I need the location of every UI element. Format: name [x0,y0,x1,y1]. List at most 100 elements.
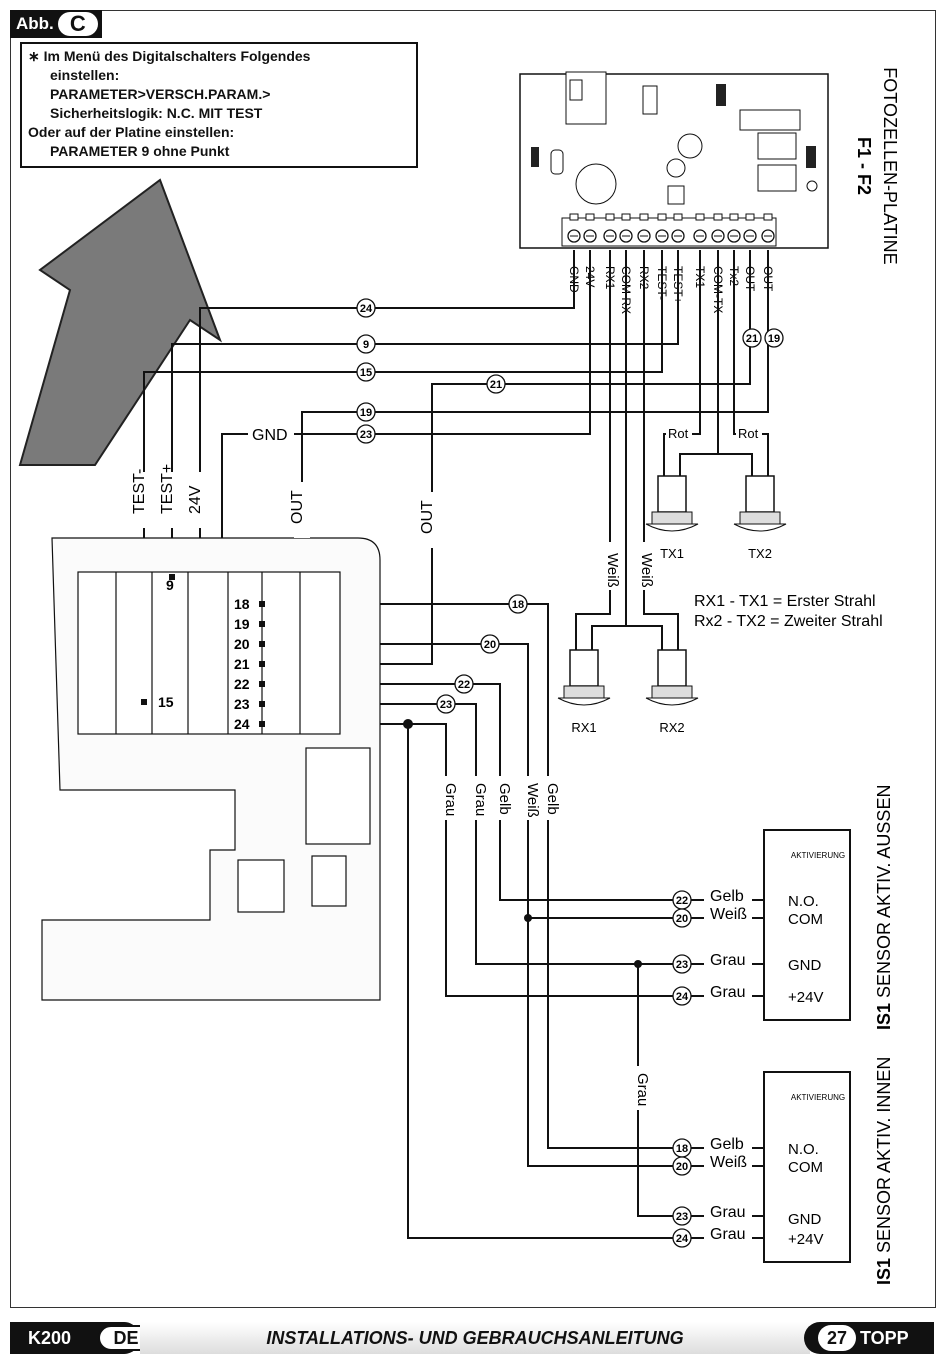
sensor-pin-label: GND [788,957,822,974]
terminal-tab [673,213,683,221]
wire-number-badge: 20 [480,634,500,654]
wire-number-badge: 19 [356,402,376,422]
wire-number-circle [742,328,762,348]
wire-number: 21 [746,333,758,345]
cell-label: TX1 [660,546,684,561]
terminal-dot [259,661,265,667]
wire-number: 9 [363,339,369,351]
photocell-tx2: TX2 [733,475,787,561]
wire-number-badge: 23 [356,424,376,444]
cell-body [745,475,775,513]
sensor-wire-color: Grau [710,1204,746,1221]
wire-color-weiss: Weiß [604,553,621,588]
wire-color-weiss: Weiß [638,553,655,588]
wire-number-circle [672,1156,692,1176]
wire-number-badge: 23 [436,694,456,714]
wire-number-circle [508,594,528,614]
sensor-pin-label: N.O. [788,893,819,910]
cell-lens [645,697,699,706]
wire-number: 24 [360,303,373,315]
cell-body [569,649,599,687]
wire-number-badge: 19 [764,328,784,348]
page-number: 27 [818,1325,856,1351]
control-terminal-number: 9 [166,577,174,593]
board-subtitle: F1 - F2 [854,137,874,195]
terminal-tab [605,213,615,221]
note-line: PARAMETER>VERSCH.PARAM.> [50,86,271,102]
wire-number-circle [356,298,376,318]
label-bg [704,1202,752,1220]
label-bg [164,472,180,528]
wire-number-circle [672,954,692,974]
sensor-wire-color: Weiß [710,1154,747,1171]
wire-number-badge: 24 [672,1228,692,1248]
cell-lens [645,523,699,532]
wire-number: 24 [676,1233,689,1245]
note-line: Oder auf der Platine einstellen: [28,124,235,140]
cell-label: RX1 [571,720,596,735]
wire-number: 24 [676,991,689,1003]
cell-lens [557,697,611,706]
vertical-wire-label: 24V [187,485,204,514]
wire-number: 19 [768,333,780,345]
vertical-wire-label: TEST- [131,469,148,514]
cell-label: RX2 [659,720,684,735]
figure-letter: C [57,11,98,36]
model-name: K200 [28,1327,72,1348]
wire-number: 22 [676,895,688,907]
wire-number-badge: 21 [486,374,506,394]
cell-lens [733,523,787,532]
note-line: PARAMETER 9 ohne Punkt [50,143,230,159]
label-bg [704,1134,752,1152]
board-title: FOTOZELLEN-PLATINE [880,67,900,264]
label-bg [294,482,310,538]
terminal-tab [585,213,595,221]
wire-number-badge: 22 [454,674,474,694]
control-terminal-number: 23 [234,696,250,712]
wire-number-badge: 20 [672,908,692,928]
label-bg [630,1066,646,1110]
sensor-pin-label: N.O. [788,1141,819,1158]
cell-ring [651,685,693,699]
brand-logo: TOPP [860,1327,909,1348]
wire-number: 19 [360,407,372,419]
sensor-wire-color: Weiß [710,906,747,923]
cell-ring [651,511,693,525]
wire-number-circle [454,674,474,694]
sensor-wire-color: Grau [710,984,746,1001]
wire-number-circle [672,986,692,1006]
cell-body [657,475,687,513]
control-terminal-number: 22 [234,676,250,692]
label-bg [704,1152,752,1170]
wire-number-circle [356,402,376,422]
label-bg [704,950,752,968]
wire-number-badge: 23 [672,1206,692,1226]
page-frame [10,10,936,1308]
control-terminal-number: 24 [234,716,250,732]
wire-number: 20 [676,913,688,925]
label-bg [540,776,556,820]
wire-number: 23 [676,959,688,971]
terminal-dot [259,681,265,687]
control-terminal-number: 15 [158,694,174,710]
terminal-tab [763,213,773,221]
wire-number-badge: 22 [672,890,692,910]
footer: K200 DE INSTALLATIONS- UND GEBRAUCHSANLE… [10,1322,934,1358]
vertical-wire-label: OUT [289,490,306,524]
label-bg [704,1224,752,1242]
wire-number: 18 [512,599,524,611]
wire-number-circle [486,374,506,394]
wire-number-badge: 21 [742,328,762,348]
wire-number: 23 [440,699,452,711]
wire-number: 23 [676,1211,688,1223]
terminal-tab [621,213,631,221]
label-bg [520,776,536,820]
sensor-pin-label: COM [788,911,823,928]
wire-number-badge: 15 [356,362,376,382]
sensor-pin-label: GND [788,1211,822,1228]
sensor-title-text: SENSOR AKTIV. INNEN [874,1057,894,1258]
wire-number-circle [672,1228,692,1248]
terminal-tab [569,213,579,221]
wire-number-circle [436,694,456,714]
